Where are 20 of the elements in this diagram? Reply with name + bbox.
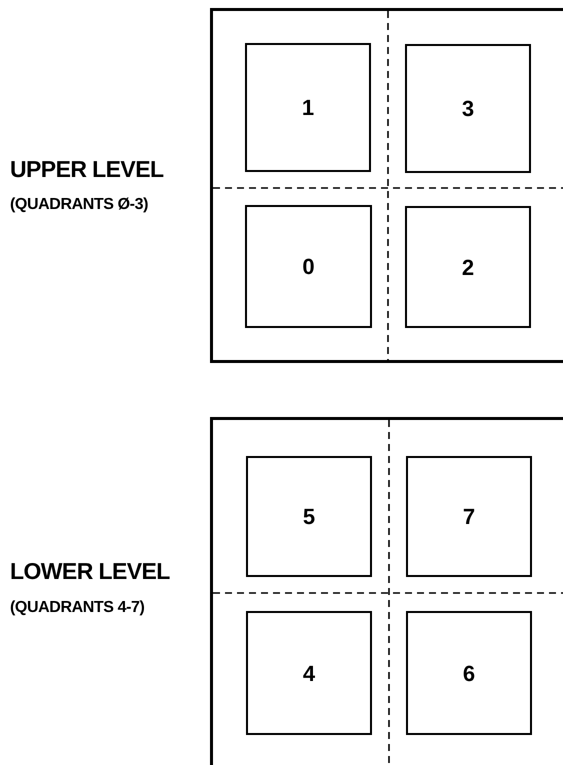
quadrant-box [406, 611, 532, 735]
level-subtitle: (QUADRANTS 4-7) [10, 598, 144, 618]
quadrant-number: 1 [302, 94, 314, 122]
quadrant-box [246, 456, 372, 577]
quadrant-number: 5 [302, 503, 316, 531]
quadrant-box [405, 206, 531, 328]
quadrant-box [245, 43, 371, 172]
quadrant-number: 7 [462, 503, 476, 531]
quadrant-number: 0 [302, 253, 315, 281]
quadrant-number: 3 [462, 95, 474, 123]
level-title: LOWER LEVEL [10, 558, 170, 584]
quadrant-box [406, 456, 532, 577]
quadrant-number: 6 [462, 660, 476, 688]
quadrant-number: 4 [302, 660, 316, 688]
quadrant-number: 2 [462, 254, 474, 282]
level-title: UPPER LEVEL [10, 156, 164, 182]
quadrant-box [245, 205, 372, 328]
quadrant-box [246, 611, 372, 735]
level-subtitle: (QUADRANTS Ø-3) [10, 195, 148, 215]
quadrant-box [405, 44, 531, 173]
